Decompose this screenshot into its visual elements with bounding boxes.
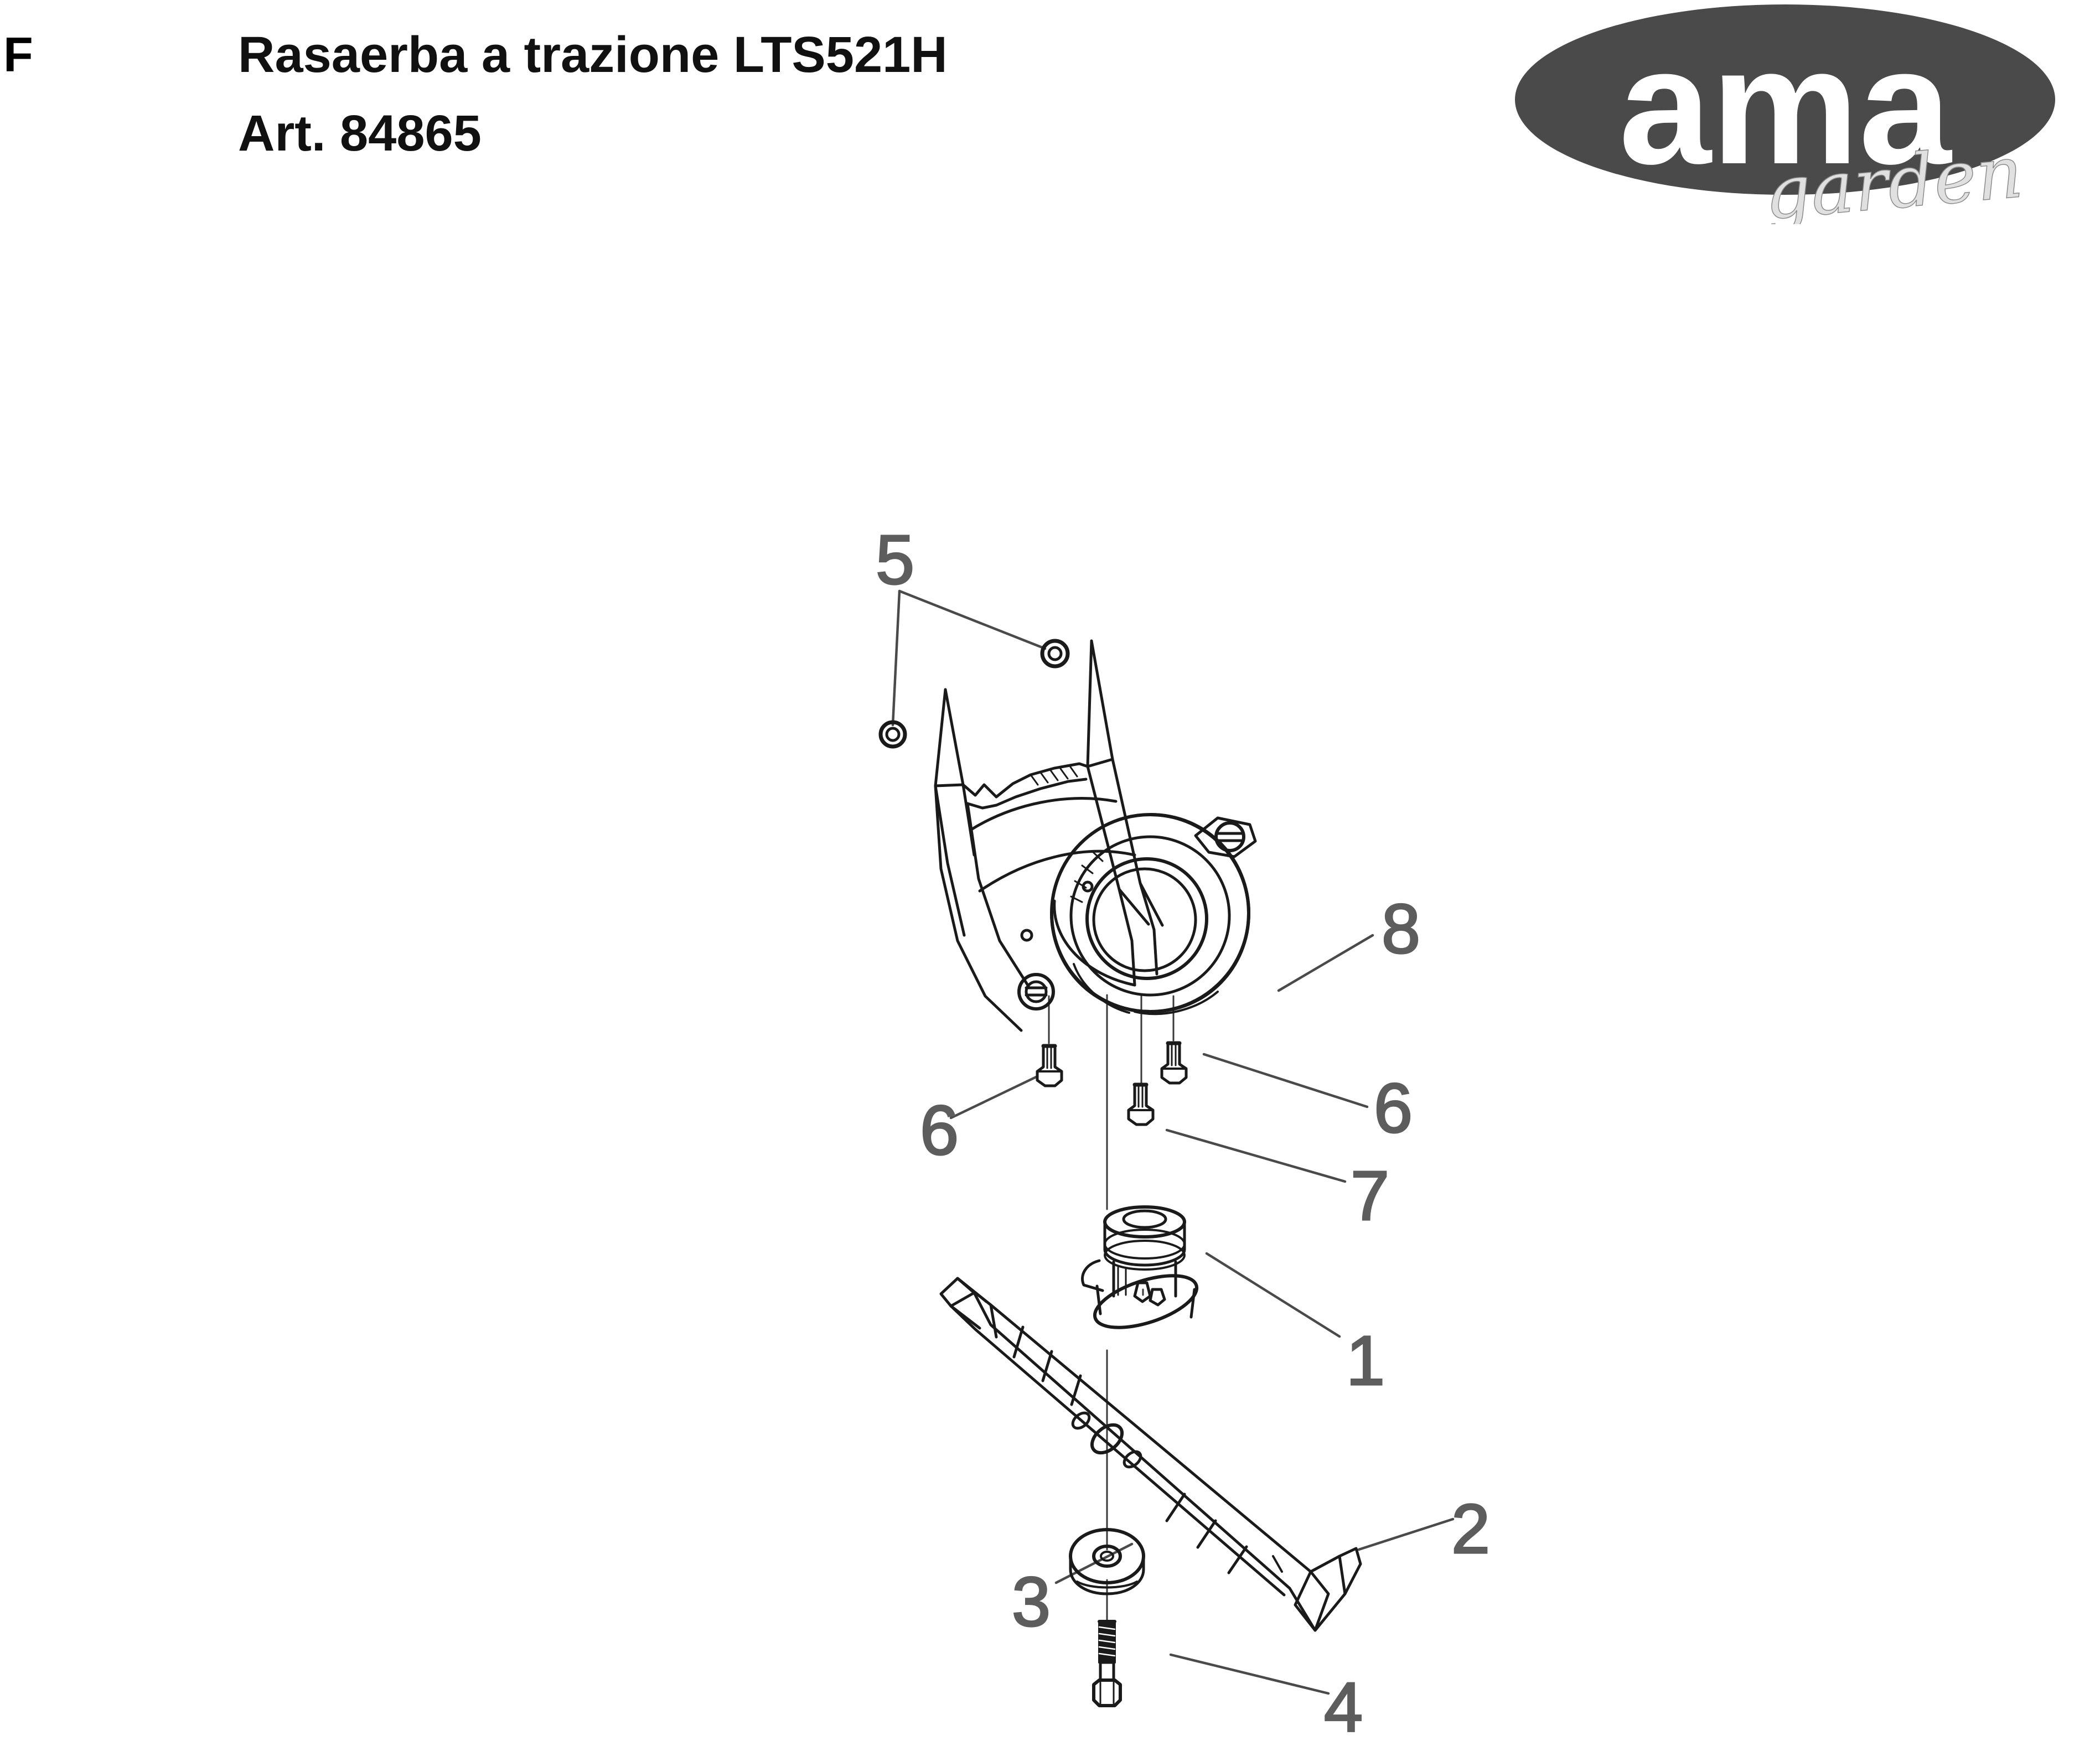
callout-1: 1 (1346, 1322, 1385, 1400)
ama-garden-logo: ama garden (1515, 4, 2055, 224)
callout-7: 7 (1351, 1157, 1389, 1235)
part-4-blade-bolt (1092, 1620, 1122, 1707)
language-marker: F (3, 27, 33, 82)
part-7-screw-center (1127, 1082, 1155, 1126)
article-number: Art. 84865 (238, 105, 482, 162)
part-3-blade-washer (1069, 1528, 1145, 1595)
callout-8: 8 (1382, 890, 1420, 968)
callout-6-right: 6 (1374, 1069, 1413, 1147)
part-5-washer-pair (878, 639, 1070, 749)
leader-lines (891, 589, 1455, 1695)
part-6-screw-left (1036, 1044, 1063, 1087)
part-8-blade-housing-shroud (934, 639, 1257, 1032)
callout-2: 2 (1451, 1490, 1490, 1568)
callout-labels: 5 8 6 6 7 1 2 3 4 (875, 520, 1491, 1746)
part-1-blade-hub-adapter (1081, 1205, 1199, 1329)
callout-4: 4 (1324, 1668, 1363, 1746)
callout-3: 3 (1012, 1563, 1051, 1641)
part-6-screw-right (1160, 1041, 1188, 1085)
logo-wordmark: ama (1619, 13, 1952, 199)
page-header: F Rasaerba a trazione LTS521H Art. 84865… (0, 0, 2100, 232)
page-title: Rasaerba a trazione LTS521H (238, 27, 948, 83)
title-block: Rasaerba a trazione LTS521H Art. 84865 (238, 15, 948, 173)
logo-ellipse (1515, 4, 2055, 195)
part-2-cutting-blade (939, 1277, 1362, 1632)
callout-6-left: 6 (920, 1091, 959, 1169)
callout-5: 5 (876, 521, 914, 599)
